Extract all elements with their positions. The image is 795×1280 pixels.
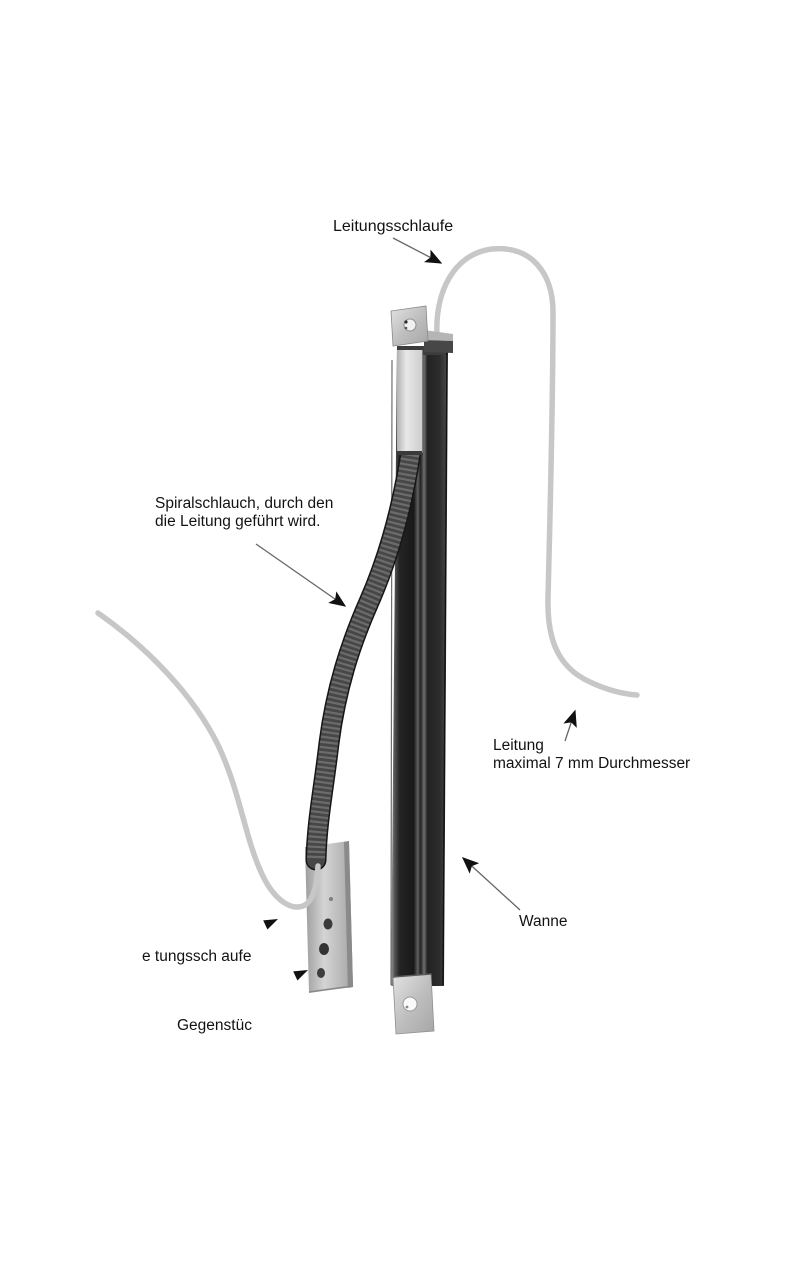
cable-loop-right bbox=[434, 245, 640, 698]
top-bracket-arm bbox=[424, 330, 453, 353]
label-counterpart: Gegenstüc bbox=[177, 1017, 252, 1034]
spiral-hose bbox=[305, 433, 423, 871]
bottom-mounting-plate bbox=[392, 973, 435, 1035]
label-spiral-hose: Spiralschlauch, durch den die Leitung ge… bbox=[155, 495, 333, 530]
arrow-cable-loop-top bbox=[392, 237, 443, 264]
label-cable-line1: Leitung bbox=[493, 737, 544, 754]
bottom-screw-hole bbox=[402, 996, 418, 1012]
label-spiral-hose-line2: die Leitung geführt wird. bbox=[155, 512, 321, 530]
slider-block bbox=[397, 350, 423, 455]
label-cable-line2: maximal 7 mm Durchmesser bbox=[493, 754, 691, 772]
label-cable: Leitung maximal 7 mm Durchmesser bbox=[493, 737, 690, 772]
arrow-cable bbox=[563, 709, 577, 742]
arrowhead-cable-loop-bottom bbox=[263, 919, 278, 930]
orphan-arrowheads bbox=[263, 919, 308, 981]
arrow-spiral-hose bbox=[255, 543, 347, 607]
annotation-arrows bbox=[255, 237, 577, 911]
label-tray: Wanne bbox=[519, 913, 568, 930]
label-spiral-hose-line1: Spiralschlauch, durch den bbox=[155, 495, 334, 512]
top-mounting-plate bbox=[390, 305, 429, 347]
arrowhead-counterpart bbox=[293, 970, 308, 981]
label-cable-loop-bottom: e tungssch aufe bbox=[142, 948, 252, 965]
cable-loop-left bbox=[95, 610, 321, 910]
counterpart-screw-holes bbox=[317, 897, 333, 978]
label-cable-loop-top: Leitungsschlaufe bbox=[333, 218, 454, 235]
arrow-tray bbox=[461, 857, 521, 911]
